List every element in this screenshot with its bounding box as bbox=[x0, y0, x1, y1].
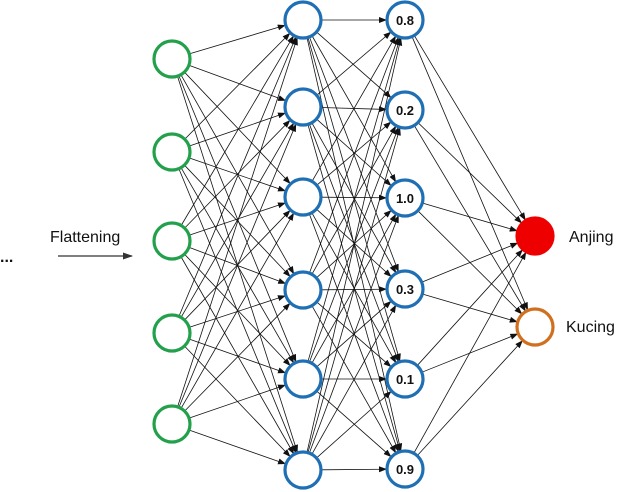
connection-edge bbox=[416, 340, 523, 456]
output-node-kucing bbox=[515, 307, 555, 347]
connection-edge bbox=[311, 212, 397, 364]
hidden1-node bbox=[283, 450, 323, 490]
connection-edge bbox=[188, 202, 286, 236]
connection-edge bbox=[177, 37, 298, 408]
hidden2-node-value: 0.9 bbox=[396, 462, 414, 477]
connection-edge bbox=[177, 76, 298, 453]
connection-edge bbox=[316, 390, 392, 459]
connection-edge bbox=[421, 242, 519, 283]
hidden2-node-value: 0.1 bbox=[396, 372, 414, 387]
hidden2-node-value: 0.2 bbox=[396, 103, 414, 118]
connection-edge bbox=[308, 213, 399, 453]
nodes: 0.8 0.2 1.0 0.3 0.1 0.9 bbox=[152, 0, 555, 490]
connection-edge bbox=[188, 112, 286, 147]
hidden1-node bbox=[283, 0, 323, 40]
connection-edge bbox=[311, 35, 397, 182]
connection-edge bbox=[417, 210, 523, 315]
connection-edge bbox=[316, 31, 392, 99]
connection-edge bbox=[316, 118, 392, 187]
output-label-kucing: Kucing bbox=[566, 319, 615, 336]
input-node bbox=[152, 313, 192, 353]
hidden2-node bbox=[385, 449, 425, 489]
hidden1-node bbox=[283, 87, 323, 127]
input-node bbox=[152, 39, 192, 79]
hidden2-node bbox=[385, 269, 425, 309]
connection-edge bbox=[178, 123, 297, 408]
connection-edge bbox=[306, 37, 403, 453]
connections bbox=[177, 17, 528, 473]
hidden2-node bbox=[385, 178, 425, 218]
connection-edge bbox=[178, 75, 297, 363]
connection-edge bbox=[416, 249, 523, 366]
connection-edge bbox=[189, 24, 286, 55]
connection-edge bbox=[320, 194, 388, 201]
connection-edge bbox=[316, 208, 392, 277]
output-label-anjing: Anjing bbox=[569, 229, 613, 246]
connection-edge bbox=[188, 429, 287, 465]
hidden1-node bbox=[283, 177, 323, 217]
hidden2-node-value: 1.0 bbox=[396, 191, 414, 206]
connection-edge bbox=[180, 212, 295, 409]
connection-edge bbox=[320, 466, 388, 473]
hidden2-node bbox=[385, 90, 425, 130]
connection-edge bbox=[413, 35, 526, 221]
connection-edge bbox=[180, 35, 294, 226]
connection-edge bbox=[184, 345, 291, 457]
connection-edge bbox=[417, 122, 523, 224]
connection-edge bbox=[311, 213, 397, 364]
hidden2-node-value: 0.3 bbox=[396, 282, 414, 297]
hidden2-node bbox=[385, 0, 425, 40]
hidden1-node bbox=[283, 359, 323, 399]
connection-edge bbox=[316, 210, 392, 279]
connection-edge bbox=[413, 251, 527, 454]
ellipsis-text: ... bbox=[0, 249, 13, 266]
input-node bbox=[152, 132, 192, 172]
hidden2-node bbox=[385, 359, 425, 399]
connection-edge bbox=[188, 384, 286, 419]
connection-edge bbox=[413, 125, 526, 312]
connection-edge bbox=[320, 106, 388, 113]
connection-edge bbox=[180, 122, 294, 318]
hidden1-node bbox=[283, 270, 323, 310]
output-node-anjing bbox=[515, 216, 555, 256]
connection-edge bbox=[184, 71, 291, 184]
flattening-label: Flattening bbox=[50, 229, 120, 246]
connection-edge bbox=[184, 302, 291, 412]
input-node bbox=[152, 221, 192, 261]
connection-edge bbox=[307, 37, 401, 362]
connection-edge bbox=[422, 202, 518, 232]
connection-edge bbox=[184, 253, 291, 366]
connection-edge bbox=[316, 121, 392, 186]
connection-edge bbox=[308, 36, 399, 274]
connection-edge bbox=[184, 32, 291, 140]
connection-edge bbox=[311, 304, 397, 455]
connection-edge bbox=[188, 64, 287, 101]
connection-edge bbox=[178, 36, 297, 317]
input-node bbox=[152, 404, 192, 444]
connection-edge bbox=[188, 338, 287, 374]
hidden2-node-value: 0.8 bbox=[396, 13, 414, 28]
connection-edge bbox=[184, 119, 291, 229]
connection-edge bbox=[307, 127, 401, 453]
connection-edge bbox=[308, 214, 399, 454]
connection-edge bbox=[316, 31, 392, 96]
connection-edge bbox=[180, 256, 295, 455]
